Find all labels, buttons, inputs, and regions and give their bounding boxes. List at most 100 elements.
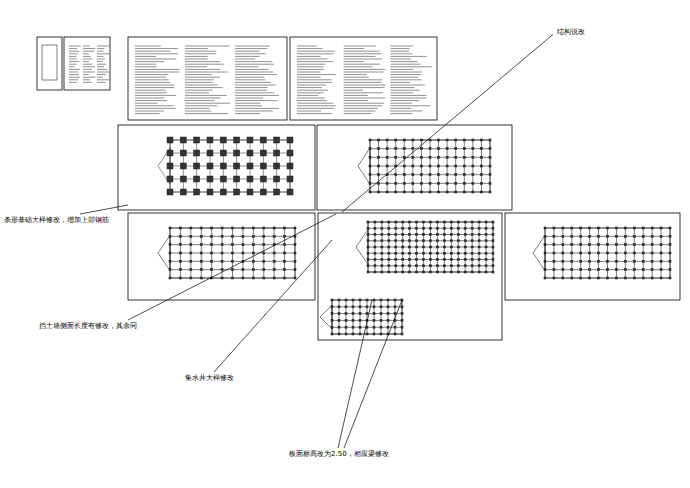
- note-line: [344, 48, 364, 49]
- note-line: [390, 69, 413, 70]
- note-line: [83, 69, 92, 70]
- note-line: [390, 77, 418, 78]
- note-line: [135, 61, 164, 62]
- note-line: [185, 90, 213, 91]
- note-line: [83, 59, 92, 60]
- note-line: [235, 61, 272, 62]
- note-line: [235, 79, 265, 80]
- note-line: [135, 59, 176, 60]
- note-line: [344, 111, 376, 112]
- note-line: [344, 74, 367, 75]
- note-line: [97, 64, 106, 65]
- note-line: [83, 64, 92, 65]
- note-line: [390, 108, 411, 109]
- note-line: [297, 92, 324, 93]
- note-line: [390, 87, 414, 88]
- note-line: [344, 77, 369, 78]
- note-line: [344, 59, 383, 60]
- title-frame: [42, 45, 57, 80]
- note-line: [390, 111, 422, 112]
- note-line: [297, 61, 333, 62]
- note-line: [135, 103, 157, 104]
- note-line: [344, 98, 386, 99]
- note-line: [390, 56, 427, 57]
- note-line: [97, 56, 104, 57]
- note-line: [344, 95, 368, 96]
- note-line: [390, 95, 426, 96]
- note-line: [297, 46, 317, 47]
- note-line: [297, 87, 322, 88]
- note-line: [390, 85, 424, 86]
- note-line: [185, 74, 212, 75]
- note-line: [297, 51, 335, 52]
- note-line: [185, 46, 230, 47]
- note-line: [97, 51, 104, 52]
- note-line: [344, 105, 382, 106]
- note-line: [297, 85, 326, 86]
- note-line: [83, 61, 89, 62]
- notes-sheet: [128, 37, 287, 120]
- note-line: [390, 59, 411, 60]
- note-line: [69, 46, 81, 47]
- note-line: [97, 79, 109, 80]
- note-line: [185, 56, 208, 57]
- note-line: [235, 66, 259, 67]
- note-line: [235, 69, 269, 70]
- note-line: [69, 74, 79, 75]
- note-line: [135, 69, 180, 70]
- note-line: [235, 92, 275, 93]
- note-line: [69, 77, 80, 78]
- note-line: [135, 82, 170, 83]
- note-line: [185, 92, 209, 93]
- plan-sheet: [128, 213, 315, 300]
- leader-line: [344, 300, 402, 448]
- note-line: [297, 56, 321, 57]
- note-line: [390, 100, 419, 101]
- note-line: [83, 66, 95, 67]
- note-line: [344, 51, 380, 52]
- note-line: [185, 100, 214, 101]
- note-line: [344, 90, 363, 91]
- note-line: [185, 85, 218, 86]
- note-line: [297, 53, 333, 54]
- note-line: [297, 103, 333, 104]
- note-line: [235, 85, 276, 86]
- note-line: [297, 113, 332, 114]
- revision-note: 挡土墙侧面长度有修改，其余同: [38, 322, 138, 330]
- note-line: [69, 69, 80, 70]
- note-line: [185, 51, 216, 52]
- plan-grid: [158, 227, 296, 279]
- note-line: [297, 105, 336, 106]
- note-line: [344, 103, 384, 104]
- note-line: [185, 69, 220, 70]
- note-line: [344, 61, 364, 62]
- plan-grid: [158, 137, 293, 195]
- note-line: [297, 95, 318, 96]
- note-line: [297, 79, 332, 80]
- note-line: [297, 98, 325, 99]
- plan-sheet: [505, 213, 680, 300]
- note-line: [235, 98, 263, 99]
- note-line: [97, 69, 107, 70]
- note-line: [69, 48, 77, 49]
- note-line: [297, 66, 323, 67]
- note-line: [97, 48, 104, 49]
- note-line: [97, 59, 105, 60]
- note-line: [235, 72, 274, 73]
- note-line: [185, 61, 221, 62]
- note-line: [135, 105, 174, 106]
- note-line: [185, 108, 209, 109]
- note-line: [390, 79, 421, 80]
- note-line: [135, 92, 167, 93]
- note-line: [390, 46, 413, 47]
- cover-sheet: [37, 37, 62, 90]
- note-line: [344, 66, 373, 67]
- note-line: [185, 98, 221, 99]
- note-line: [135, 74, 168, 75]
- note-line: [390, 61, 417, 62]
- note-line: [135, 48, 178, 49]
- note-line: [344, 100, 368, 101]
- note-line: [97, 53, 109, 54]
- plan-grid: [358, 139, 491, 193]
